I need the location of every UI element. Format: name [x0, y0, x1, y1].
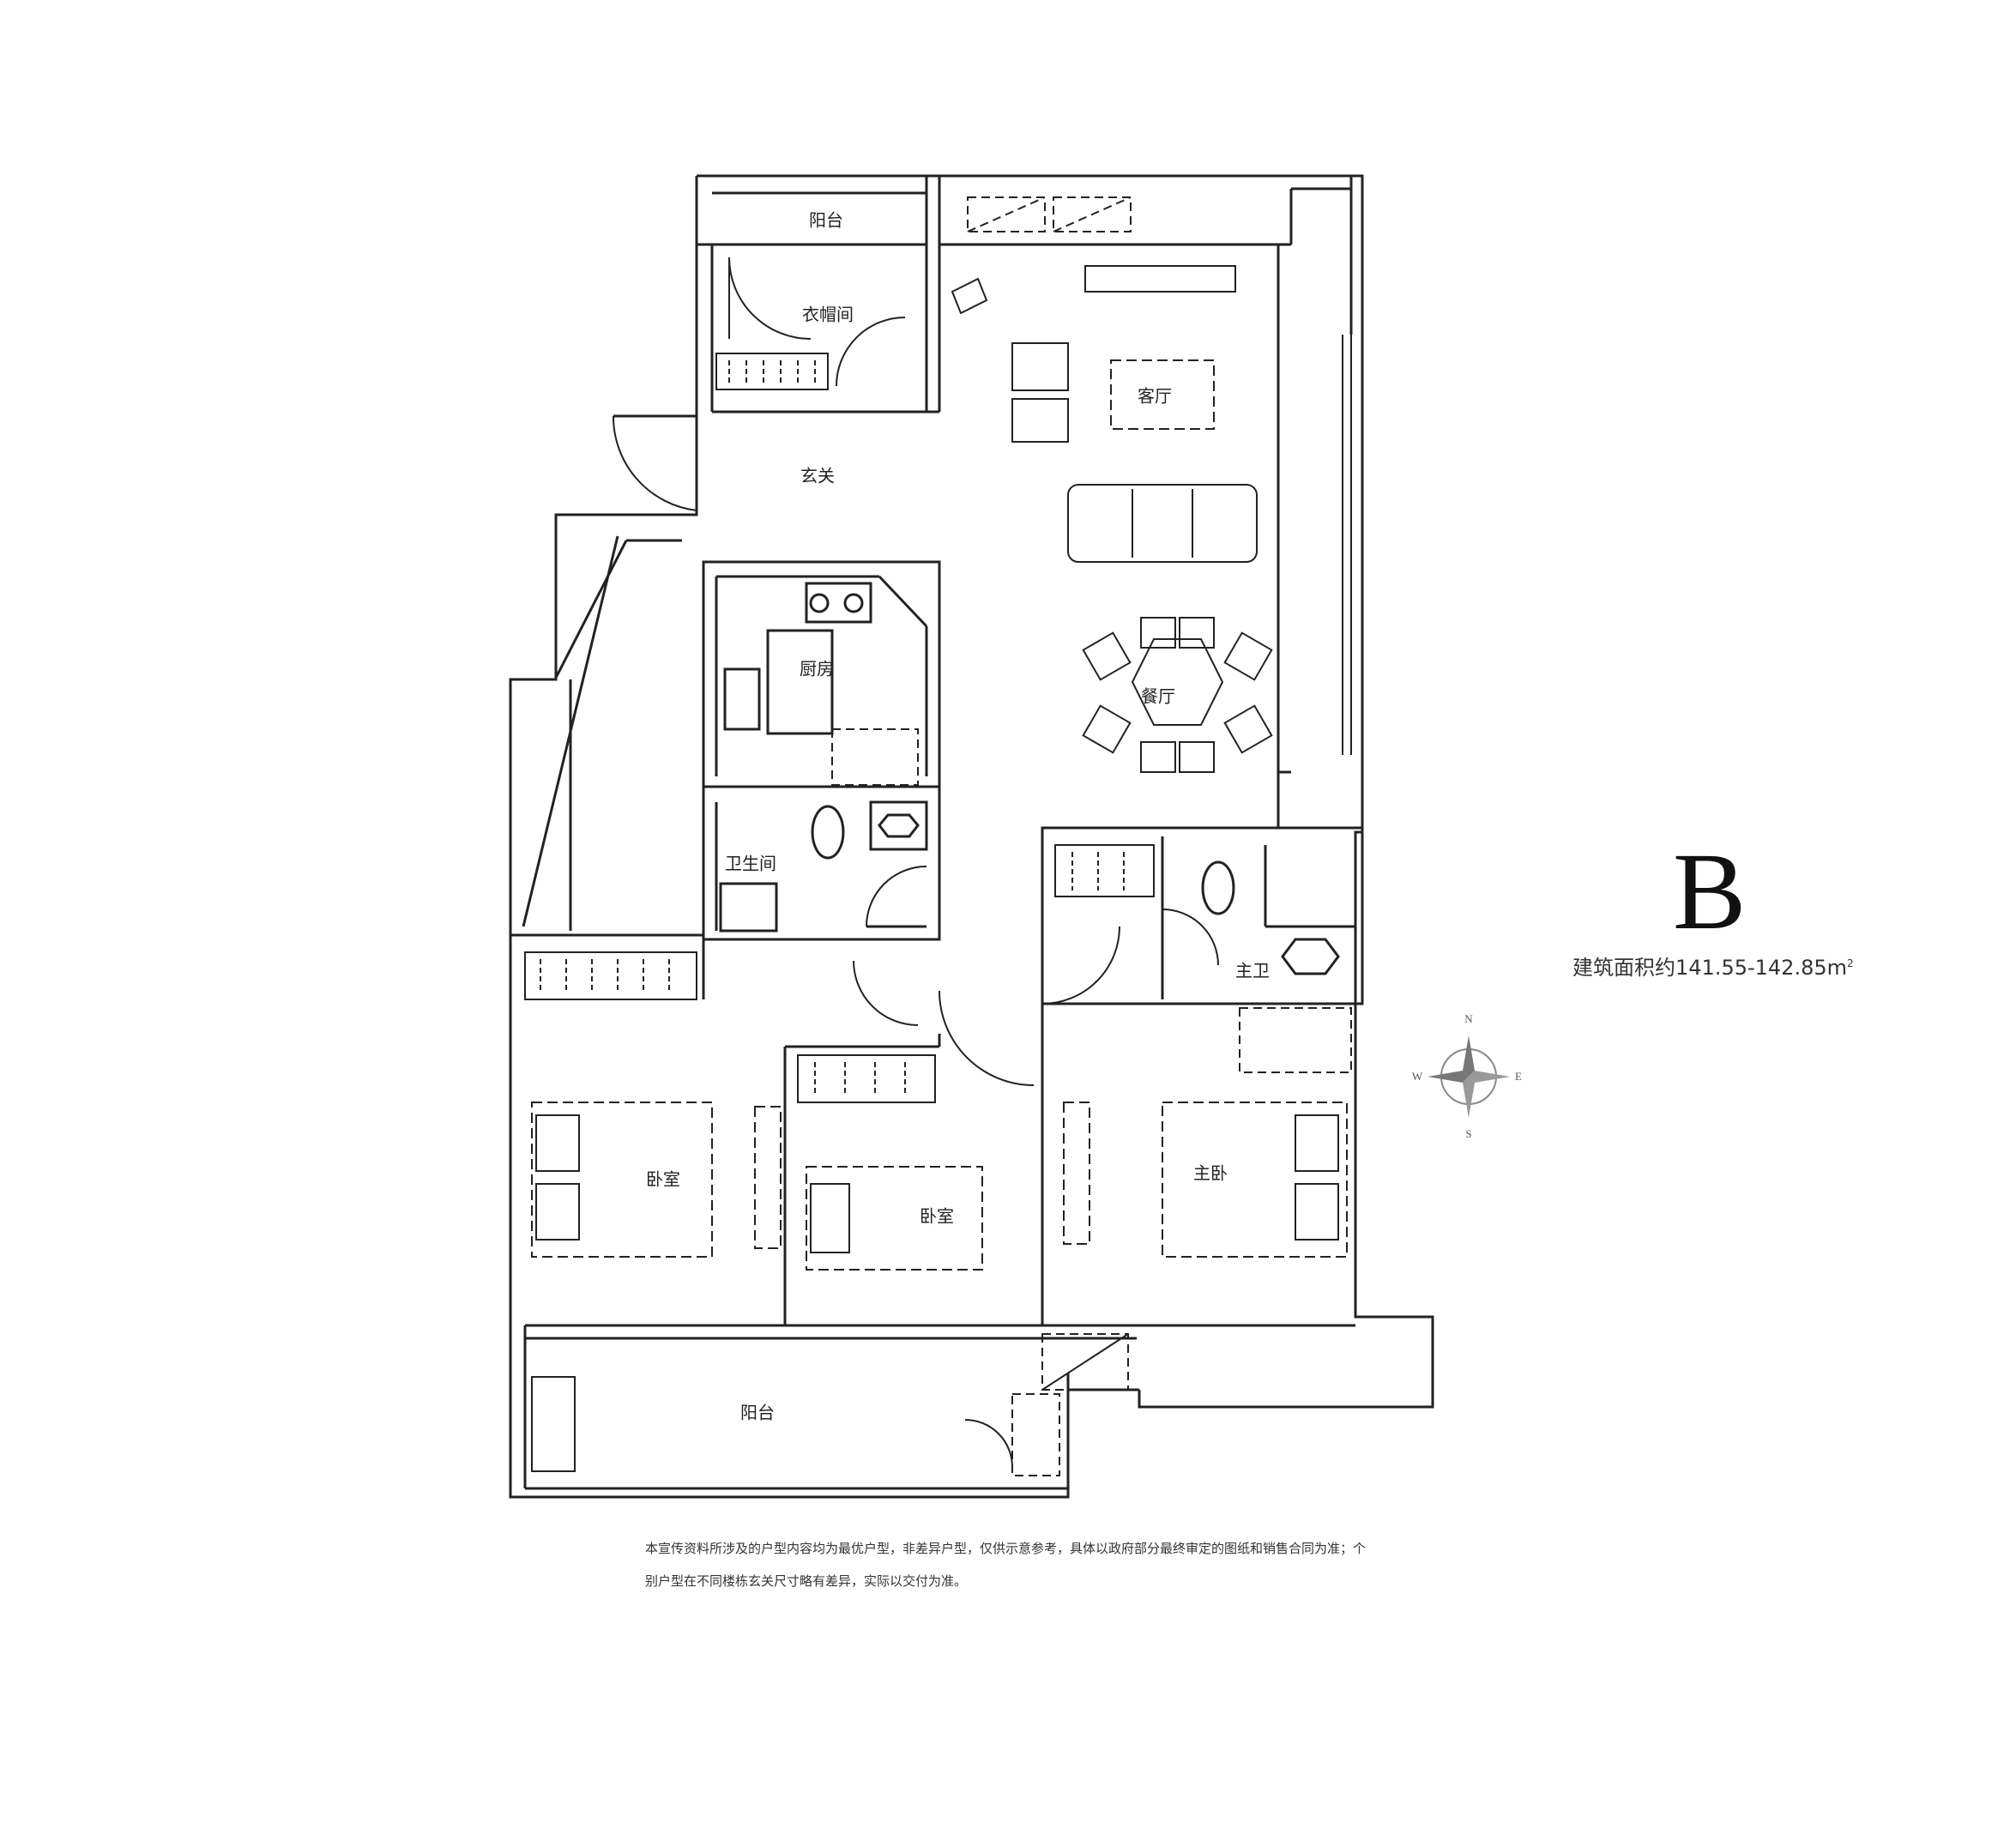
area-value: 141.55-142.85m	[1675, 956, 1847, 980]
room-label-dining: 餐厅	[1141, 685, 1175, 707]
cloak-door	[728, 257, 906, 387]
room-label-bedroom-left: 卧室	[646, 1168, 680, 1190]
dining-table	[1082, 617, 1273, 773]
living-furniture	[951, 265, 1258, 563]
top-balcony-walls	[697, 176, 1353, 413]
area-label: 建筑面积约	[1572, 956, 1675, 980]
disclaimer: 本宣传资料所涉及的户型内容均为最优户型，非差异户型，仅供示意参考，具体以政府部分…	[645, 1532, 1400, 1597]
room-label-living: 客厅	[1138, 385, 1172, 407]
top-window-panels	[967, 196, 1132, 232]
room-label-master-bath: 主卫	[1235, 960, 1270, 981]
unit-type-letter: B	[1673, 830, 1747, 952]
room-label-master-bedroom: 主卧	[1193, 1162, 1228, 1184]
room-label-balcony-bottom: 阳台	[740, 1402, 775, 1423]
room-label-foyer: 玄关	[800, 465, 835, 486]
living-right-wall	[1277, 244, 1291, 828]
room-label-bathroom: 卫生间	[725, 853, 776, 874]
bed-pillows	[535, 1114, 1339, 1253]
room-label-cloakroom: 衣帽间	[802, 304, 854, 325]
master-bath-walls	[1041, 826, 1364, 1073]
compass-e: E	[1515, 1070, 1522, 1083]
compass-rose	[1427, 1035, 1510, 1118]
area-text: 建筑面积约141.55-142.85m2	[1572, 951, 1854, 981]
left-wing	[522, 535, 682, 931]
room-label-kitchen: 厨房	[800, 658, 834, 679]
room-label-balcony-top: 阳台	[809, 209, 843, 231]
entry-door	[612, 415, 697, 515]
disclaimer-line-1: 本宣传资料所涉及的户型内容均为最优户型，非差异户型，仅供示意参考，具体以政府部分…	[645, 1541, 1367, 1556]
disclaimer-line-2: 别户型在不同楼栋玄关尺寸略有差异，实际以交付为准。	[645, 1573, 968, 1589]
bedroom-walls	[510, 933, 1355, 1327]
bottom-balcony	[531, 1333, 1129, 1476]
compass-w: W	[1411, 1070, 1423, 1083]
compass-s: S	[1465, 1127, 1472, 1140]
exterior-walls	[509, 174, 1434, 1499]
bathroom-walls	[702, 785, 941, 941]
room-label-bedroom-middle: 卧室	[920, 1205, 954, 1227]
compass-n: N	[1464, 1012, 1473, 1025]
area-unit-sup: 2	[1847, 957, 1854, 969]
wardrobes	[524, 353, 1155, 1103]
right-window	[1342, 335, 1363, 755]
beds	[531, 1102, 1348, 1271]
